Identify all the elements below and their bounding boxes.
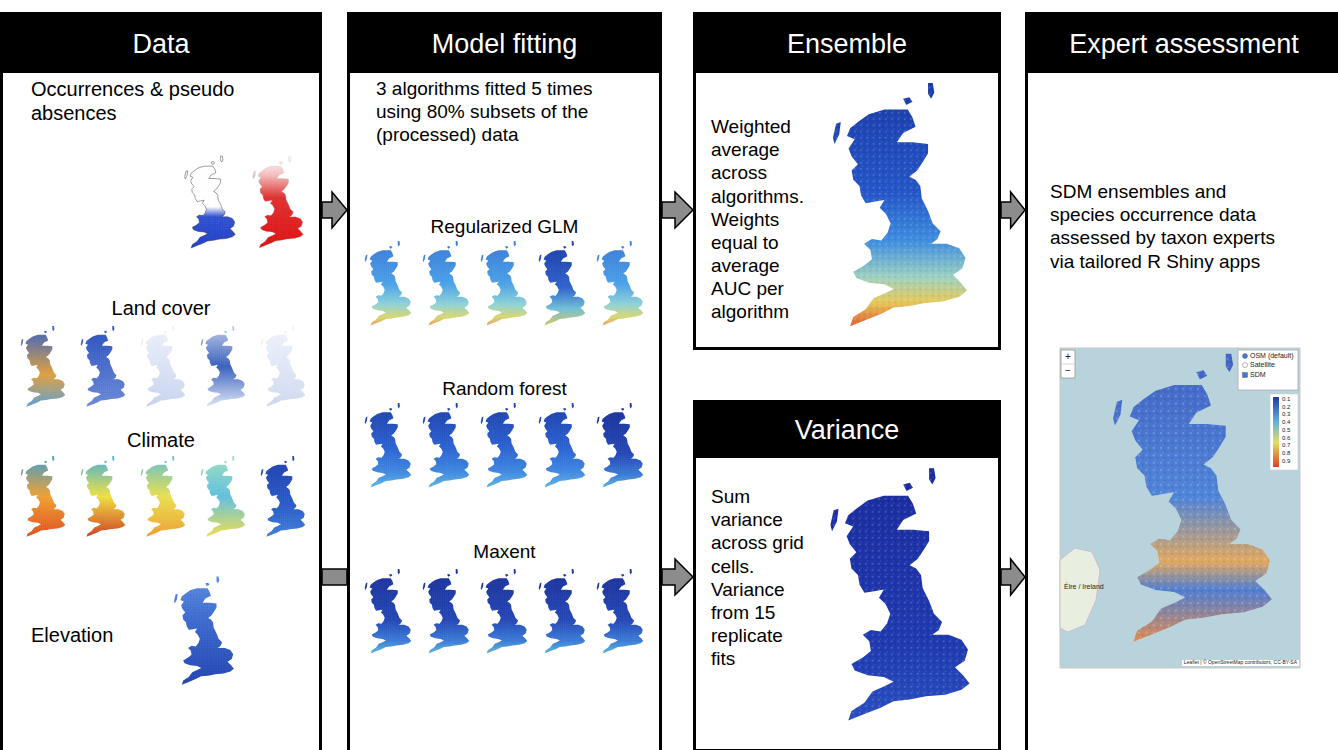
- legend-value: 0.8: [1282, 450, 1290, 457]
- panel-text: Land cover: [3, 296, 319, 320]
- layer-option: Satellite: [1250, 361, 1275, 369]
- layer-option: SDM: [1250, 371, 1266, 379]
- panel-text: Occurrences & pseudo absences: [31, 77, 281, 126]
- legend-value: 0.4: [1282, 419, 1290, 426]
- legend-value: 0.5: [1282, 427, 1290, 434]
- panel-text: Elevation: [31, 623, 161, 647]
- panel-text: Weighted average across algorithms. Weig…: [711, 115, 823, 324]
- panel-header: Data: [3, 15, 319, 73]
- legend-value: 0.7: [1282, 442, 1290, 449]
- panel-box: Model fitting3 algorithms fitted 5 times…: [347, 12, 662, 750]
- panel-text: 3 algorithms fitted 5 times using 80% su…: [376, 77, 626, 147]
- panel-text: Maxent: [350, 540, 659, 563]
- panel-header: Expert assessment: [1028, 15, 1338, 73]
- flow-arrow: [1001, 192, 1025, 228]
- place-name: Éire / Ireland: [1064, 583, 1104, 591]
- panel-text: Regularized GLM: [350, 215, 659, 238]
- map-attribution: Leaflet | © OpenStreetMap contributors, …: [1182, 660, 1299, 666]
- panel-text: Random forest: [350, 377, 659, 400]
- flow-arrow: [1001, 559, 1025, 595]
- panel-box: EnsembleWeighted average across algorith…: [693, 12, 1001, 350]
- flow-arrow: [662, 559, 693, 595]
- layer-option: OSM (default): [1250, 352, 1294, 360]
- flow-arrow: [322, 569, 347, 585]
- panel-text: Climate: [3, 428, 319, 452]
- legend-value: 0.9: [1282, 458, 1290, 465]
- panel-header: Ensemble: [696, 15, 998, 73]
- zoom-button: +: [1065, 351, 1071, 362]
- panel-box: DataOccurrences & pseudo absencesLand co…: [0, 12, 322, 750]
- zoom-button: −: [1065, 365, 1071, 376]
- panel-box: VarianceSum variance across grid cells. …: [693, 400, 1001, 750]
- panel-text: SDM ensembles and species occurrence dat…: [1050, 180, 1282, 273]
- panel-text: Sum variance across grid cells. Variance…: [711, 485, 811, 670]
- panel-header: Model fitting: [350, 15, 659, 73]
- legend-value: 0.6: [1282, 435, 1290, 442]
- legend-value: 0.1: [1282, 396, 1290, 403]
- flow-arrow: [322, 192, 347, 228]
- legend-value: 0.2: [1282, 404, 1290, 411]
- panel-header: Variance: [696, 403, 998, 458]
- flow-arrow: [662, 192, 693, 228]
- panel-box: Expert assessmentSDM ensembles and speci…: [1025, 12, 1338, 750]
- legend-value: 0.3: [1282, 411, 1290, 418]
